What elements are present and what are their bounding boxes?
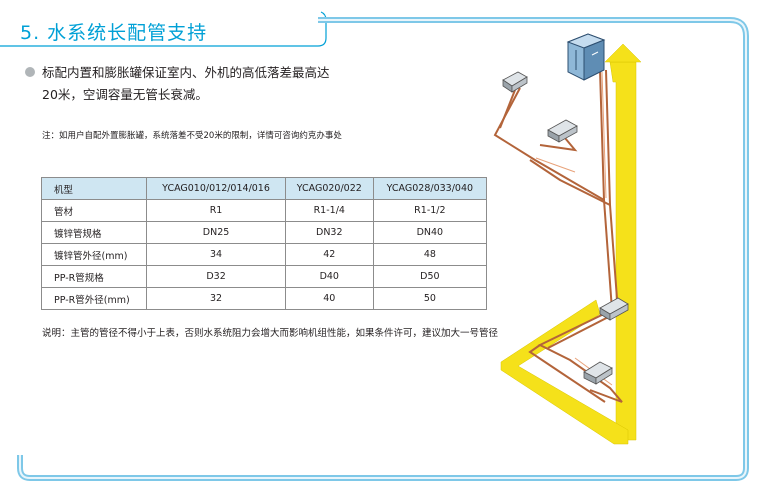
- table-cell: R1: [146, 199, 286, 222]
- table-cell: 40: [284, 287, 374, 310]
- table-row-label: PP-R管规格: [40, 265, 148, 288]
- table-cell: D32: [146, 265, 286, 288]
- table-cell: R1-1/2: [372, 199, 488, 222]
- table-header-cell: 机型: [40, 177, 148, 200]
- table-row: PP-R管规格 D32 D40 D50: [40, 265, 488, 288]
- table-cell: 48: [372, 243, 488, 266]
- indoor-unit-icon: [502, 71, 528, 93]
- table-row-label: 镀锌管规格: [40, 221, 148, 244]
- table-cell: DN32: [284, 221, 374, 244]
- table-cell: D40: [284, 265, 374, 288]
- intro-text: 标配内置和膨胀罐保证室内、外机的高低落差最高达20米，空调容量无管长衰减。: [42, 65, 330, 102]
- table-header-cell: YCAG028/033/040: [372, 177, 488, 200]
- page-title: 5. 水系统长配管支持: [20, 22, 208, 44]
- height-arrow-icon: [500, 43, 642, 445]
- table-header-cell: YCAG010/012/014/016: [146, 177, 286, 200]
- indoor-unit-icon: [583, 361, 613, 385]
- table-cell: D50: [372, 265, 488, 288]
- table-row-label: 镀锌管外径(mm): [40, 243, 148, 266]
- table-row: 管材 R1 R1-1/4 R1-1/2: [40, 199, 488, 222]
- table-header-cell: YCAG020/022: [284, 177, 374, 200]
- table-cell: 32: [146, 287, 286, 310]
- table-row-label: 管材: [40, 199, 148, 222]
- table-row-label: PP-R管外径(mm): [40, 287, 148, 310]
- table-cell: DN40: [372, 221, 488, 244]
- table-cell: DN25: [146, 221, 286, 244]
- pipe-network: [493, 69, 623, 403]
- table-cell: R1-1/4: [284, 199, 374, 222]
- pipe-spec-table: 机型 YCAG010/012/014/016 YCAG020/022 YCAG0…: [40, 177, 488, 310]
- table-row: PP-R管外径(mm) 32 40 50: [40, 287, 488, 310]
- table-cell: 50: [372, 287, 488, 310]
- bullet-icon: [25, 67, 35, 77]
- indoor-unit-icon: [547, 119, 578, 143]
- note-text: 注：如用户自配外置膨胀罐，系统落差不受20米的限制，详情可咨询约克办事处: [42, 131, 342, 141]
- table-row: 镀锌管规格 DN25 DN32 DN40: [40, 221, 488, 244]
- table-row: 镀锌管外径(mm) 34 42 48: [40, 243, 488, 266]
- piping-illustration: [493, 33, 642, 445]
- outdoor-unit-icon: [566, 33, 606, 81]
- footnote-text: 说明：主管的管径不得小于上表，否则水系统阻力会增大而影响机组性能，如果条件许可，…: [42, 328, 499, 339]
- table-header-row: 机型 YCAG010/012/014/016 YCAG020/022 YCAG0…: [40, 177, 488, 200]
- table-cell: 34: [146, 243, 286, 266]
- table-cell: 42: [284, 243, 374, 266]
- indoor-unit-icon: [599, 297, 629, 321]
